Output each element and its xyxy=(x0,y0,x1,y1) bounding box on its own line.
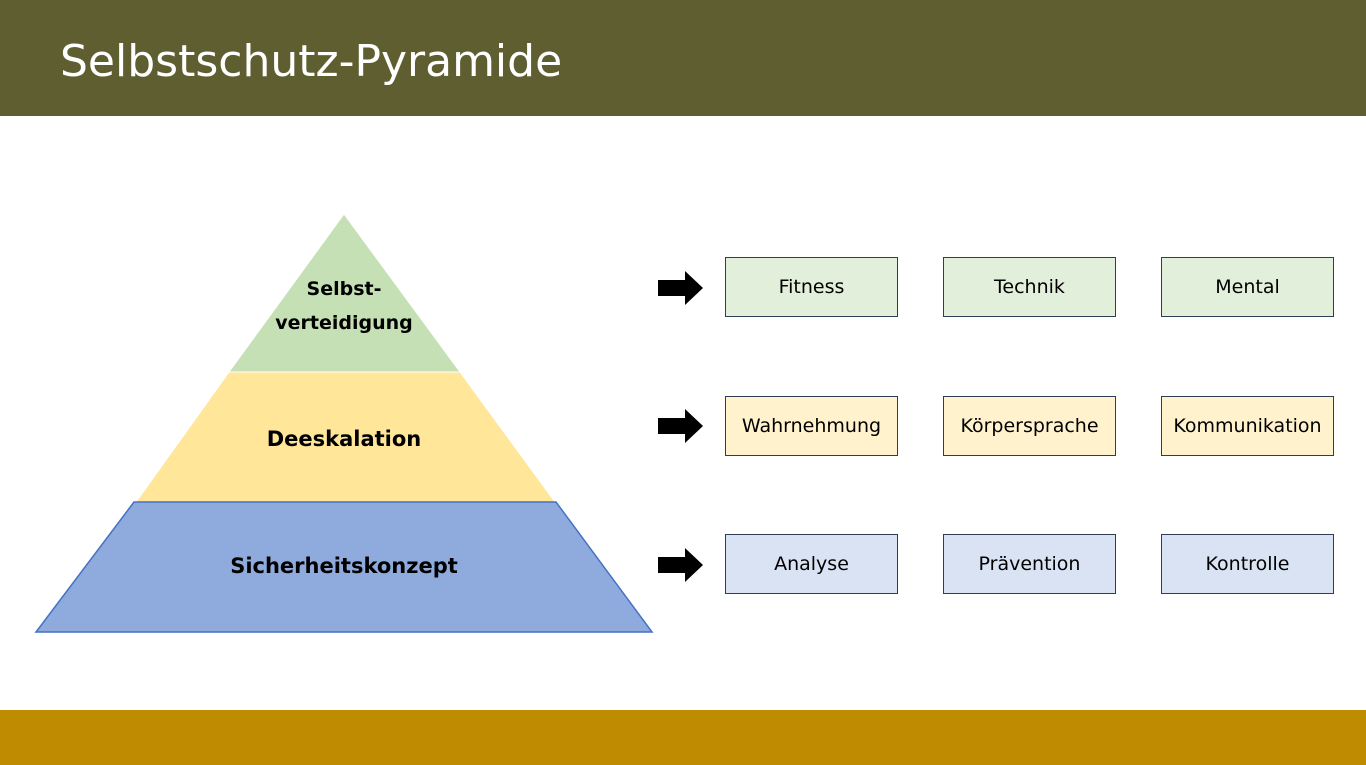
pyramid-label-top-line1: Selbst- xyxy=(306,278,382,300)
right-arrow-icon xyxy=(658,271,703,305)
pyramid-label-middle: Deeskalation xyxy=(266,427,422,451)
pyramid-label-bottom: Sicherheitskonzept xyxy=(230,554,458,578)
footer-bar xyxy=(0,710,1366,765)
box-analyse: Analyse xyxy=(725,534,898,594)
box-mental: Mental xyxy=(1161,257,1334,317)
box-praevention: Prävention xyxy=(943,534,1116,594)
pyramid-label-top: Selbst- verteidigung xyxy=(254,272,434,340)
box-fitness: Fitness xyxy=(725,257,898,317)
title-bar: Selbstschutz-Pyramide xyxy=(0,0,1366,116)
box-kontrolle: Kontrolle xyxy=(1161,534,1334,594)
box-kommunikation: Kommunikation xyxy=(1161,396,1334,456)
box-koerpersprache: Körpersprache xyxy=(943,396,1116,456)
box-technik: Technik xyxy=(943,257,1116,317)
pyramid-label-top-line2: verteidigung xyxy=(275,312,413,334)
box-wahrnehmung: Wahrnehmung xyxy=(725,396,898,456)
right-arrow-icon xyxy=(658,548,703,582)
right-arrow-icon xyxy=(658,409,703,443)
slide-title: Selbstschutz-Pyramide xyxy=(60,36,563,87)
